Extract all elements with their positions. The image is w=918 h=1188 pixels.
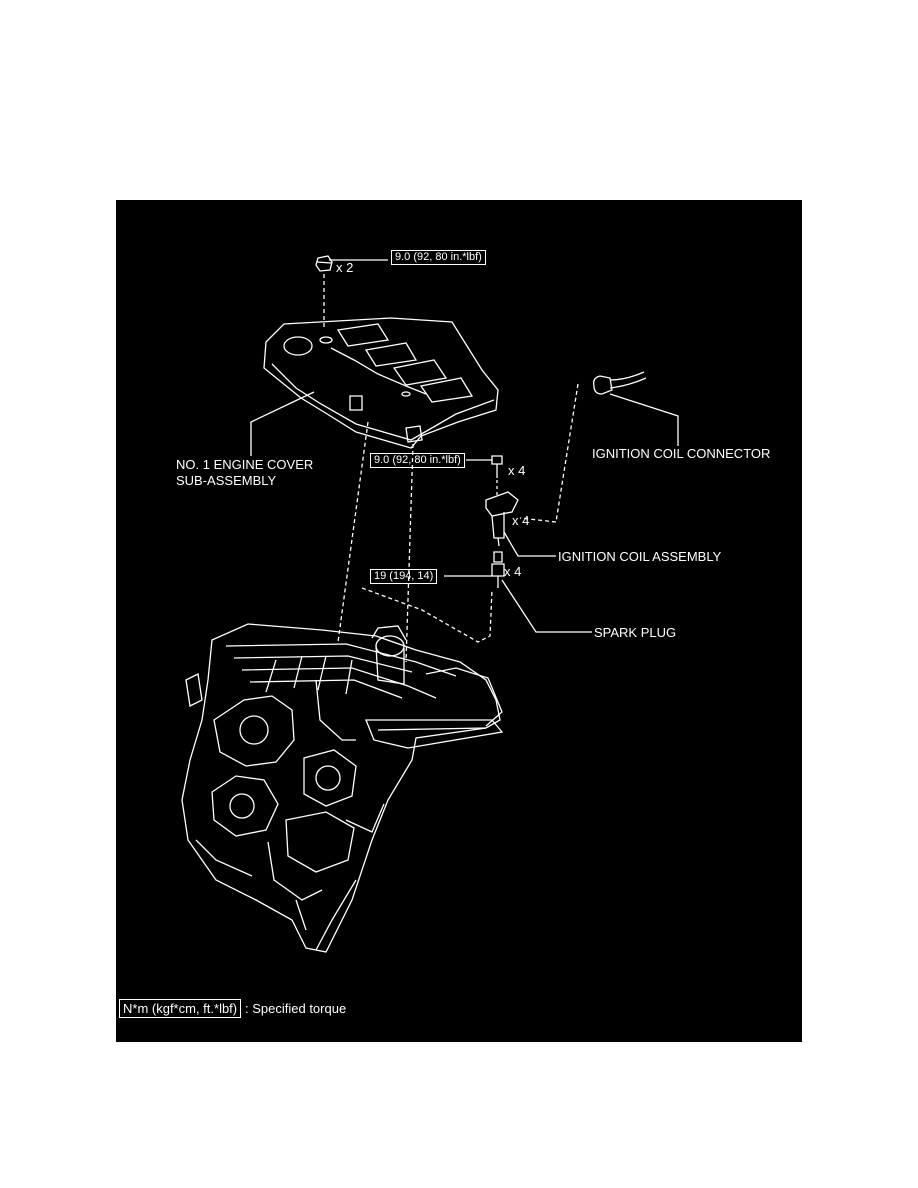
torque-box-coil-bolt: 9.0 (92, 80 in.*lbf) <box>370 453 465 468</box>
dash-cover-right <box>405 443 414 663</box>
torque-box-spark-plug: 19 (194, 14) <box>370 569 438 584</box>
qty-coil-bolt: x 4 <box>508 463 526 478</box>
ignition-coil <box>485 491 519 547</box>
label-ignition-coil-assembly: IGNITION COIL ASSEMBLY <box>558 549 722 564</box>
label-engine-cover-line2: SUB-ASSEMBLY <box>176 473 277 488</box>
leader-ignition-coil-connector <box>609 393 679 446</box>
legend-unit-box: N*m (kgf*cm, ft.*lbf) <box>119 999 242 1018</box>
dash-connector-2 <box>519 517 557 523</box>
qty-cover-nut: x 2 <box>336 260 354 275</box>
diagram-panel: 9.0 (92, 80 in.*lbf) 9.0 (92, 80 in.*lbf… <box>116 200 802 1042</box>
engine-block <box>181 623 504 953</box>
coil-bolt <box>491 455 503 478</box>
qty-spark-plug: x 4 <box>504 564 522 579</box>
label-spark-plug: SPARK PLUG <box>594 625 677 640</box>
torque-box-cover-nut: 9.0 (92, 80 in.*lbf) <box>391 250 486 265</box>
diagram-drawing <box>181 255 679 953</box>
leader-spark-plug <box>501 579 592 633</box>
leader-engine-cover <box>250 391 315 456</box>
dash-cover-left <box>337 421 369 643</box>
leader-ignition-coil-assembly <box>503 531 556 557</box>
dash-spark-plug <box>361 587 493 643</box>
engine-cover <box>263 317 499 449</box>
label-ignition-coil-connector: IGNITION COIL CONNECTOR <box>592 446 771 461</box>
qty-coil: x 4 <box>512 513 530 528</box>
ignition-coil-connector <box>592 371 647 395</box>
legend-text: : Specified torque <box>245 1001 347 1016</box>
spark-plug <box>491 551 505 588</box>
label-engine-cover-line1: NO. 1 ENGINE COVER <box>176 457 314 472</box>
dash-connector <box>555 383 579 523</box>
cover-nut <box>315 255 333 272</box>
